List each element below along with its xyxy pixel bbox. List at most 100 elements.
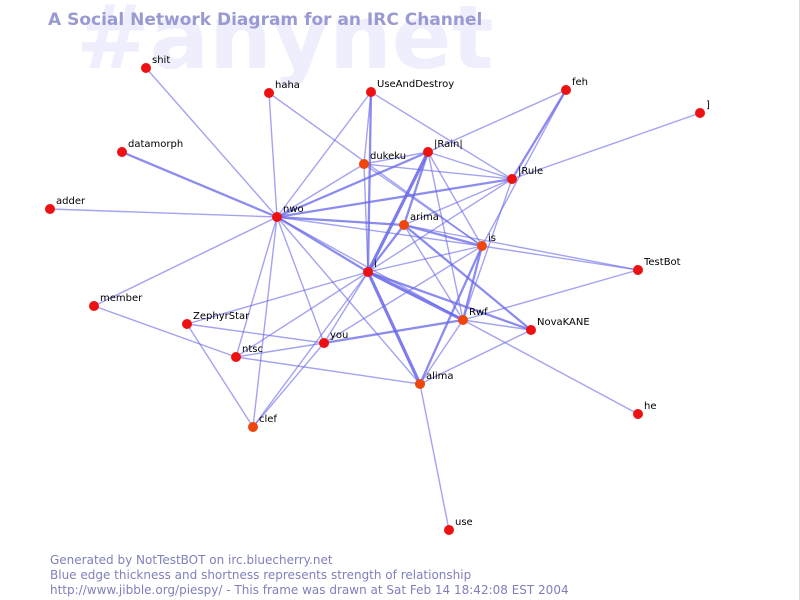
node-dot[interactable] <box>695 108 705 118</box>
node-label: shit <box>152 55 170 66</box>
node-label: ntsc <box>242 344 263 355</box>
edge-i-ntsc <box>235 271 369 358</box>
edge-Rwf-alima <box>419 319 464 385</box>
node-clef[interactable]: clef <box>248 414 277 432</box>
node-|Rain|[interactable]: |Rain| <box>423 139 463 157</box>
edge-UseAndDestroy-i <box>366 91 373 273</box>
edge-i-is <box>367 245 483 273</box>
edge-alima-use <box>419 383 450 531</box>
edge-nwo-ntsc <box>235 216 278 358</box>
node-label: nwo <box>283 204 304 215</box>
node-label: clef <box>259 414 277 425</box>
node-Rwf[interactable]: Rwf <box>458 307 488 325</box>
node-label: ] <box>706 100 710 111</box>
edge-feh-|Rain| <box>427 89 567 153</box>
node-dot[interactable] <box>45 204 55 214</box>
node-NovaKANE[interactable]: NovaKANE <box>526 317 590 335</box>
node-dot[interactable] <box>477 241 487 251</box>
edge-is-you <box>323 245 483 344</box>
node-nwo[interactable]: nwo <box>272 204 304 222</box>
node-][interactable]: ] <box>695 100 710 118</box>
edge-dukeku-is <box>363 163 483 247</box>
edge-datamorph-nwo <box>121 150 278 219</box>
edge-|Rule-nwo <box>276 177 513 219</box>
node-dot[interactable] <box>182 319 192 329</box>
node-|Rule[interactable]: |Rule <box>507 166 543 184</box>
node-dot[interactable] <box>526 325 536 335</box>
node-dot[interactable] <box>415 379 425 389</box>
edge-adder-nwo <box>49 208 278 218</box>
node-UseAndDestroy[interactable]: UseAndDestroy <box>366 79 454 97</box>
node-dot[interactable] <box>248 422 258 432</box>
node-label: arima <box>410 212 439 223</box>
node-label: |Rain| <box>434 139 463 150</box>
edge-|Rain|-arima <box>402 151 430 226</box>
node-dot[interactable] <box>359 159 369 169</box>
edge-Rwf-TestBot <box>462 269 639 321</box>
node-dot[interactable] <box>458 315 468 325</box>
edge-NovaKANE-alima <box>419 329 532 385</box>
edge-dukeku-nwo <box>276 163 365 218</box>
edge-ZephyrStar-you <box>186 323 325 344</box>
node-dot[interactable] <box>366 87 376 97</box>
node-feh[interactable]: feh <box>561 77 588 95</box>
node-label: use <box>455 517 473 528</box>
node-haha[interactable]: haha <box>264 80 300 98</box>
node-dot[interactable] <box>141 63 151 73</box>
node-dot[interactable] <box>319 338 329 348</box>
node-alima[interactable]: alima <box>415 371 454 389</box>
edge-|Rain|-dukeku <box>363 151 429 165</box>
edge-is-Rwf <box>461 245 484 321</box>
edge-|Rule-arima <box>403 178 513 226</box>
node-ZephyrStar[interactable]: ZephyrStar <box>182 311 250 329</box>
node-label: |Rule <box>518 166 543 177</box>
node-layer: shit haha UseAndDestroy feh] datamorph |Rain|… <box>45 55 710 535</box>
edge-|Rain|-nwo <box>276 150 429 219</box>
edge-|Rain|-i <box>366 151 430 273</box>
edge-UseAndDestroy-nwo <box>276 91 372 218</box>
node-dot[interactable] <box>633 409 643 419</box>
node-dot[interactable] <box>272 212 282 222</box>
edge-i-alima <box>366 271 422 385</box>
node-dot[interactable] <box>423 147 433 157</box>
edge-nwo-alima <box>276 216 421 385</box>
edge-|Rain|-is <box>427 151 483 247</box>
node-i[interactable]: i <box>363 259 377 277</box>
edge-nwo-arima <box>276 215 405 227</box>
edge-dukeku-i <box>363 163 369 273</box>
node-label: haha <box>275 80 300 91</box>
node-dot[interactable] <box>89 301 99 311</box>
node-label: he <box>644 401 657 412</box>
node-he[interactable]: he <box>633 401 657 419</box>
edge-Rwf-he <box>462 319 639 415</box>
edge-nwo-you <box>276 216 325 344</box>
node-dot[interactable] <box>117 147 127 157</box>
edge-i-Rwf <box>367 270 464 322</box>
node-dot[interactable] <box>264 88 274 98</box>
node-dot[interactable] <box>399 220 409 230</box>
edge-is-TestBot <box>481 245 639 271</box>
node-use[interactable]: use <box>444 517 473 535</box>
node-shit[interactable]: shit <box>141 55 170 73</box>
node-ntsc[interactable]: ntsc <box>231 344 263 362</box>
node-dot[interactable] <box>561 85 571 95</box>
node-label: UseAndDestroy <box>377 79 454 90</box>
node-arima[interactable]: arima <box>399 212 439 230</box>
node-label: NovaKANE <box>537 317 590 328</box>
node-member[interactable]: member <box>89 293 143 311</box>
node-adder[interactable]: adder <box>45 196 86 214</box>
node-dot[interactable] <box>363 267 373 277</box>
edge-member-nwo <box>93 216 278 307</box>
node-dot[interactable] <box>444 525 454 535</box>
node-TestBot[interactable]: TestBot <box>633 257 681 275</box>
node-dot[interactable] <box>633 265 643 275</box>
node-label: datamorph <box>128 139 183 150</box>
node-dot[interactable] <box>507 174 517 184</box>
node-dukeku[interactable]: dukeku <box>359 151 406 169</box>
node-you[interactable]: you <box>319 330 348 348</box>
node-datamorph[interactable]: datamorph <box>117 139 183 157</box>
edge-feh-|Rule <box>511 89 567 180</box>
node-is[interactable]: is <box>477 233 496 251</box>
footer: Generated by NotTestBOT on irc.bluecherr… <box>50 553 569 598</box>
node-dot[interactable] <box>231 352 241 362</box>
